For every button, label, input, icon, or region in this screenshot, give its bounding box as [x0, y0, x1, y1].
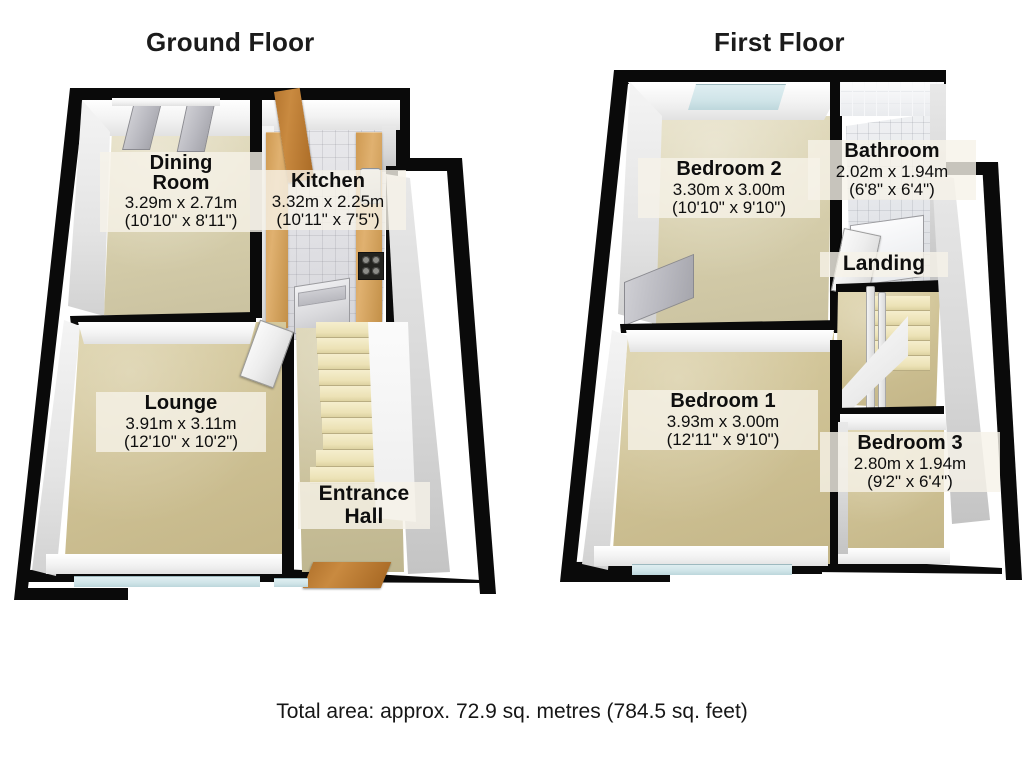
kitchen-worktop-right [356, 132, 382, 330]
bathroom-metric: 2.02m x 1.94m [835, 161, 949, 181]
bedroom-2-metric: 3.30m x 3.00m [672, 179, 786, 199]
bedroom-3-front-wall [838, 548, 950, 564]
lounge-back-wall [78, 322, 256, 344]
room-label-bedroom-1: Bedroom 1 3.93m x 3.00m (12'11" x 9'10") [628, 390, 818, 451]
entrance-hall-threshold [274, 578, 308, 587]
lounge-imperial: (12'10" x 10'2") [123, 431, 238, 451]
ground-floor-plan: Dining Room 3.29m x 2.71m (10'10" x 8'11… [8, 70, 508, 610]
bedroom-1-back-wall [626, 330, 834, 352]
bathroom-imperial: (6'8" x 6'4") [849, 179, 935, 199]
bedroom-1-name: Bedroom 1 [670, 390, 776, 412]
room-label-bedroom-3: Bedroom 3 2.80m x 1.94m (9'2" x 6'4") [820, 432, 1000, 493]
bedroom-2-window [688, 84, 786, 110]
bedroom-3-imperial: (9'2" x 6'4") [867, 471, 953, 491]
partition-bedroom2-bedroom1 [620, 320, 842, 333]
bedroom-2-imperial: (10'10" x 9'10") [671, 197, 786, 217]
room-label-dining-room: Dining Room 3.29m x 2.71m (10'10" x 8'11… [100, 152, 262, 232]
dining-room-window-reveal [112, 98, 220, 106]
partition-dining-lounge [70, 312, 256, 325]
dining-room-metric: 3.29m x 2.71m [124, 192, 238, 212]
kitchen-imperial: (10'11" x 7'5") [276, 209, 380, 229]
total-area-text: Total area: approx. 72.9 sq. metres (784… [276, 700, 748, 723]
entrance-hall-name-line1: Entrance [318, 482, 410, 505]
bedroom-1-window [632, 564, 792, 575]
ground-floor-title: Ground Floor [146, 27, 315, 57]
landing-name: Landing [842, 252, 926, 275]
ground-floor-staircase [306, 322, 410, 502]
exterior-wall-jog [396, 158, 462, 171]
bedroom-3-metric: 2.80m x 1.94m [853, 453, 967, 473]
bedroom-3-name: Bedroom 3 [857, 432, 963, 454]
first-exterior-wall-top-right [794, 70, 946, 84]
bedroom-1-front-wall [594, 546, 828, 566]
bedroom-1-imperial: (12'11" x 9'10") [666, 429, 780, 449]
appliance-panel [298, 285, 346, 308]
room-label-lounge: Lounge 3.91m x 3.11m (12'10" x 10'2") [96, 392, 266, 453]
lounge-window [74, 576, 260, 587]
lounge-metric: 3.91m x 3.11m [125, 413, 237, 433]
room-label-bedroom-2: Bedroom 2 3.30m x 3.00m (10'10" x 9'10") [638, 158, 820, 219]
kitchen-name: Kitchen [290, 170, 366, 192]
kitchen-right-wall [382, 126, 396, 172]
dining-room-name-line2: Room [152, 172, 210, 195]
kitchen-hob [358, 252, 384, 280]
room-label-bathroom: Bathroom 2.02m x 1.94m (6'8" x 6'4") [808, 140, 976, 201]
first-floor-title: First Floor [714, 27, 845, 57]
entrance-hall-name-line2: Hall [344, 504, 384, 528]
first-floor-plan: Bedroom 2 3.30m x 3.00m (10'10" x 9'10")… [540, 70, 1022, 610]
partition-bathroom-landing [836, 280, 942, 292]
front-entrance-door [302, 562, 392, 588]
partition-lounge-hall [282, 332, 294, 574]
bedroom-3-back-wall [840, 414, 946, 430]
lounge-front-wall [46, 554, 284, 574]
dining-room-back-wall [82, 100, 274, 136]
bathroom-name: Bathroom [844, 140, 940, 162]
kitchen-metric: 3.32m x 2.25m [271, 191, 385, 211]
lounge-name: Lounge [144, 392, 218, 414]
bathroom-back-wall [840, 82, 944, 116]
room-label-kitchen: Kitchen 3.32m x 2.25m (10'11" x 7'5") [250, 170, 406, 231]
room-label-landing: Landing [820, 252, 948, 277]
first-exterior-wall-top-left [620, 70, 800, 84]
room-label-entrance-hall: Entrance Hall [298, 482, 430, 530]
dining-room-name-line1: Dining [149, 152, 213, 174]
bedroom-1-metric: 3.93m x 3.00m [666, 411, 780, 431]
bedroom-2-name: Bedroom 2 [676, 158, 782, 180]
dining-room-imperial: (10'10" x 8'11") [124, 211, 238, 231]
